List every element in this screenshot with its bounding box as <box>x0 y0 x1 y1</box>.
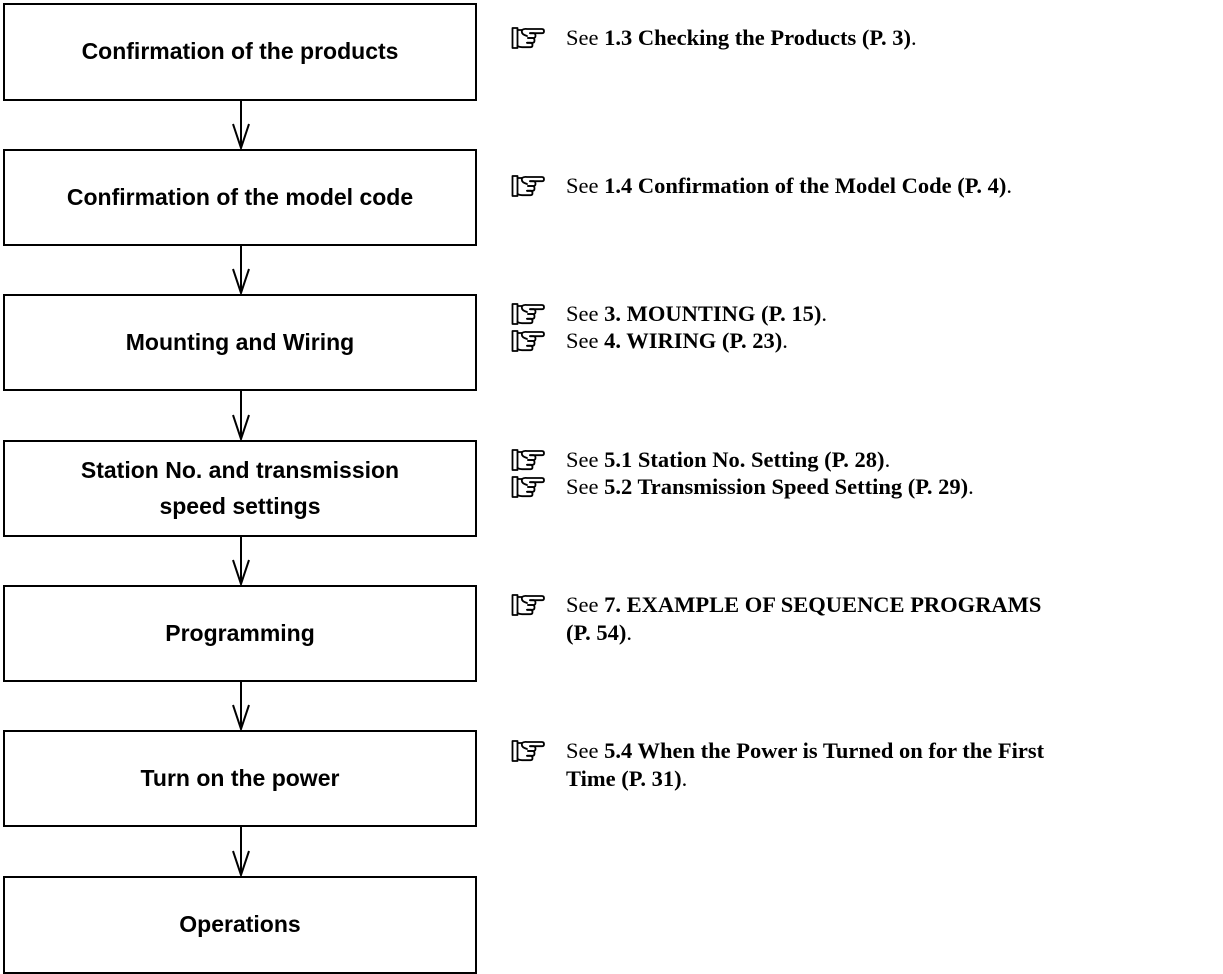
reference-link[interactable]: See 5.4 When the Power is Turned on for … <box>566 738 1045 763</box>
step-label: Operations <box>179 911 301 938</box>
step-label: Confirmation of the products <box>81 38 399 65</box>
step-turn-on-power: Turn on the power <box>3 730 477 827</box>
flow-arrow <box>232 101 250 152</box>
step-operations: Operations <box>3 876 477 974</box>
flow-arrow <box>232 827 250 879</box>
flow-arrow <box>232 391 250 443</box>
flow-arrow <box>232 537 250 588</box>
reference-8-continuation: Time (P. 31). <box>566 766 688 791</box>
step-label-line-1: Station No. and transmission <box>80 456 400 483</box>
step-confirm-products: Confirmation of the products <box>3 3 477 101</box>
step-mounting-wiring: Mounting and Wiring <box>3 294 477 391</box>
reference-link[interactable]: Time (P. 31) <box>566 766 682 791</box>
pointing-hand-icon <box>511 448 545 472</box>
pointing-hand-icon <box>511 26 545 50</box>
step-label-line-2: speed settings <box>159 492 321 519</box>
reference-link[interactable]: See 7. EXAMPLE OF SEQUENCE PROGRAMS <box>566 592 1042 617</box>
reference-link[interactable]: See 1.3 Checking the Products (P. 3). <box>566 25 917 50</box>
reference-7-continuation: (P. 54). <box>566 620 633 645</box>
reference-link[interactable]: (P. 54) <box>566 620 627 645</box>
pointing-hand-icon <box>511 739 545 763</box>
reference-link[interactable]: See 3. MOUNTING (P. 15). <box>566 301 828 326</box>
step-label: Confirmation of the model code <box>66 183 414 210</box>
reference-link[interactable]: See 4. WIRING (P. 23). <box>566 328 788 353</box>
step-confirm-model-code: Confirmation of the model code <box>3 149 477 246</box>
step-label: Programming <box>165 619 315 646</box>
pointing-hand-icon <box>511 329 545 353</box>
flow-arrow <box>232 682 250 733</box>
step-station-transmission: Station No. and transmission speed setti… <box>3 440 477 537</box>
pointing-hand-icon <box>511 302 545 326</box>
step-label: Mounting and Wiring <box>125 328 355 355</box>
flow-arrow <box>232 246 250 297</box>
pointing-hand-icon <box>511 475 545 499</box>
step-programming: Programming <box>3 585 477 682</box>
pointing-hand-icon <box>511 593 545 617</box>
reference-link[interactable]: See 1.4 Confirmation of the Model Code (… <box>566 173 1013 198</box>
reference-link[interactable]: See 5.2 Transmission Speed Setting (P. 2… <box>566 474 974 499</box>
pointing-hand-icon <box>511 174 545 198</box>
step-label: Turn on the power <box>140 764 340 791</box>
reference-link[interactable]: See 5.1 Station No. Setting (P. 28). <box>566 447 891 472</box>
